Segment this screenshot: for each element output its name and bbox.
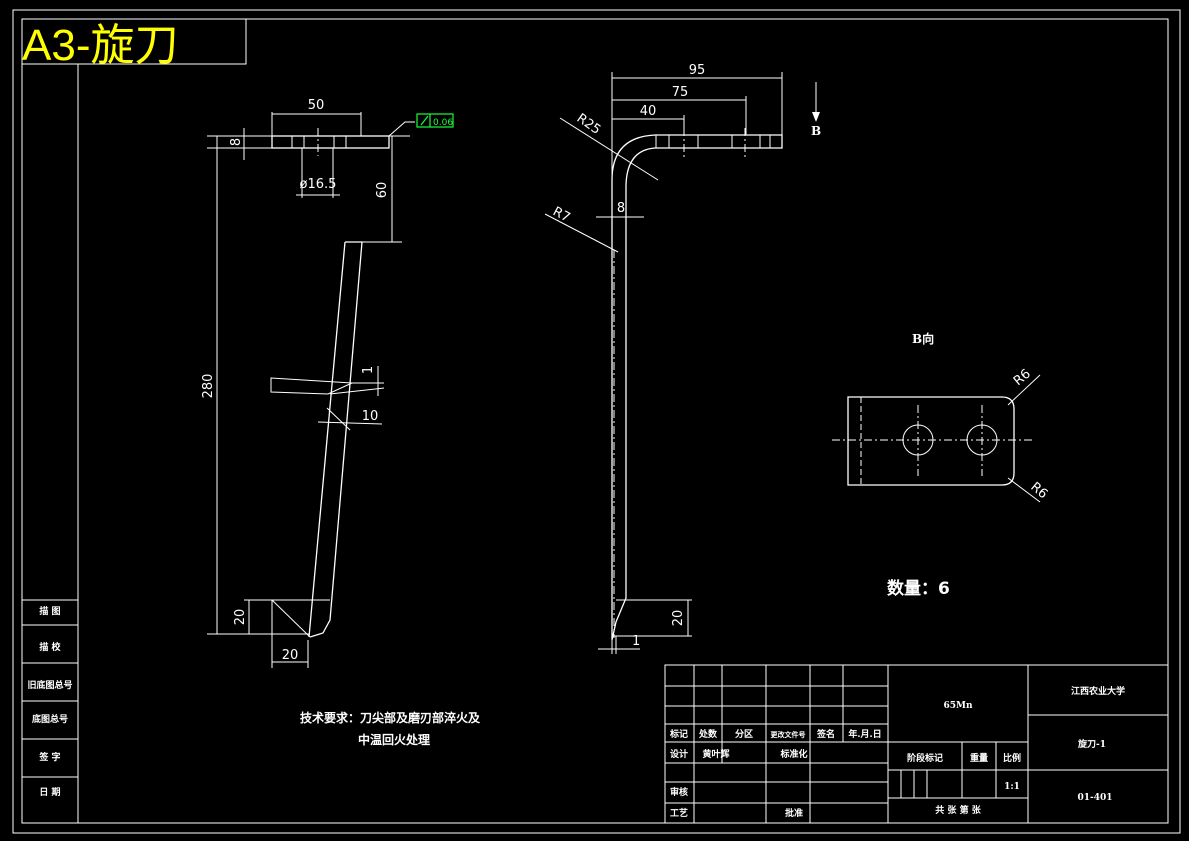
dim-side-tip-h: 20 — [671, 610, 686, 627]
tb-drawing-no: 01-401 — [1077, 793, 1112, 803]
tb-process-label: 工艺 — [670, 807, 688, 819]
left-strip: 描 图 描 校 旧底图总号 底图总号 签 字 日 期 — [22, 64, 79, 823]
dim-front-edge-10: 10 — [362, 409, 379, 424]
tb-design-label: 设计 — [670, 748, 688, 760]
tb-designer: 黄叶辉 — [702, 748, 729, 760]
tb-material: 65Mn — [943, 701, 972, 711]
view-b-r-top: R6 — [1011, 366, 1034, 389]
dim-side-8: 8 — [617, 201, 625, 216]
front-view: 50 8 ø16.5 60 280 1 10 20 20 — [201, 98, 454, 668]
dim-side-tip-1: 1 — [632, 634, 640, 649]
view-b-r-bot: R6 — [1027, 480, 1050, 503]
strip-old-no: 旧底图总号 — [27, 679, 72, 691]
dim-side-75: 75 — [672, 85, 689, 100]
side-view: 95 75 40 R25 R7 8 B 20 1 — [544, 63, 821, 654]
inner-frame — [21, 18, 1169, 824]
tb-h-change: 更改文件号 — [771, 730, 806, 739]
tb-part-name: 旋刀-1 — [1077, 738, 1106, 750]
dim-side-r25: R25 — [574, 111, 604, 138]
title-block: 标记 处数 分区 更改文件号 签名 年.月.日 设计 黄叶辉 标准化 审核 工艺… — [664, 664, 1169, 824]
dim-side-95: 95 — [689, 63, 706, 78]
tb-std-label: 标准化 — [779, 748, 807, 760]
dim-front-width: 50 — [308, 98, 325, 113]
tolerance-value: 0.06 — [433, 118, 453, 128]
dim-side-r7: R7 — [550, 204, 572, 225]
view-arrow-b: B — [811, 124, 821, 138]
dim-front-offset: 60 — [375, 182, 390, 199]
tolerance-frame — [416, 113, 454, 128]
tech-req-line2: 中温回火处理 — [358, 732, 430, 747]
strip-base-no: 底图总号 — [32, 713, 68, 725]
tech-req-line1: 技术要求：刀尖部及磨刃部淬火及 — [300, 710, 481, 725]
dim-front-edge-1: 1 — [361, 366, 376, 374]
tb-scale: 1:1 — [1004, 782, 1020, 792]
dim-front-length: 280 — [201, 374, 216, 399]
tb-scale-label: 比例 — [1003, 752, 1021, 764]
tb-university: 江西农业大学 — [1071, 685, 1125, 697]
tb-approve-label: 批准 — [785, 807, 803, 819]
strip-date: 日 期 — [39, 786, 60, 798]
title-banner: A3-旋刀 — [22, 21, 178, 70]
strip-check: 描 校 — [39, 641, 61, 653]
tb-h-mark: 标记 — [669, 728, 688, 740]
tb-h-date: 年.月.日 — [848, 728, 881, 740]
dim-front-hole: ø16.5 — [300, 177, 337, 192]
tb-stage-label: 阶段标记 — [907, 752, 943, 764]
banner-box — [21, 18, 247, 65]
outer-frame — [12, 9, 1181, 834]
tb-h-sign: 签名 — [816, 728, 835, 740]
quantity-note: 数量：6 — [887, 578, 950, 599]
dim-front-tip-w: 20 — [282, 648, 299, 663]
dim-side-40: 40 — [640, 104, 657, 119]
view-b: B向 R6 R6 — [832, 331, 1050, 503]
dim-front-plate: 8 — [229, 138, 244, 146]
tb-h-zone: 分区 — [735, 728, 753, 740]
view-b-label: B向 — [912, 331, 934, 346]
tb-h-count: 处数 — [698, 728, 718, 740]
tb-weight-label: 重量 — [970, 752, 988, 764]
tb-check-label: 审核 — [670, 786, 688, 798]
strip-trace: 描 图 — [39, 605, 60, 617]
strip-sign: 签 字 — [38, 751, 60, 763]
tb-sheets: 共 张 第 张 — [935, 804, 981, 816]
dim-front-tip-h: 20 — [233, 609, 248, 626]
